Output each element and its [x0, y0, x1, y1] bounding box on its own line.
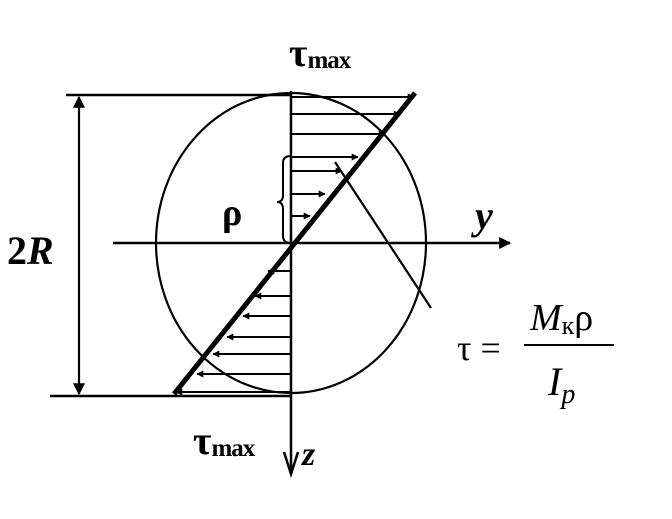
z-axis-label: z: [301, 436, 316, 473]
rho-leader-line: [334, 161, 432, 309]
stress-arrows-upper: [291, 93, 415, 220]
rho-brace: [276, 155, 292, 244]
y-axis-label: y: [471, 193, 493, 238]
stress-arrows-lower: [175, 267, 291, 396]
diameter-label: 2R: [7, 228, 54, 273]
formula-lhs: τ =: [457, 328, 501, 368]
formula-numerator: Mкρ: [529, 297, 593, 340]
tau-max-bottom-label: τmax: [193, 418, 256, 463]
stress-distribution-line: [172, 91, 417, 396]
tau-max-top-label: τmax: [289, 30, 352, 75]
formula-denominator: Ip: [547, 359, 575, 410]
shear-stress-formula: τ = Mкρ Ip: [457, 297, 614, 410]
z-axis-arrow: [282, 451, 300, 479]
rho-label: ρ: [222, 192, 242, 234]
